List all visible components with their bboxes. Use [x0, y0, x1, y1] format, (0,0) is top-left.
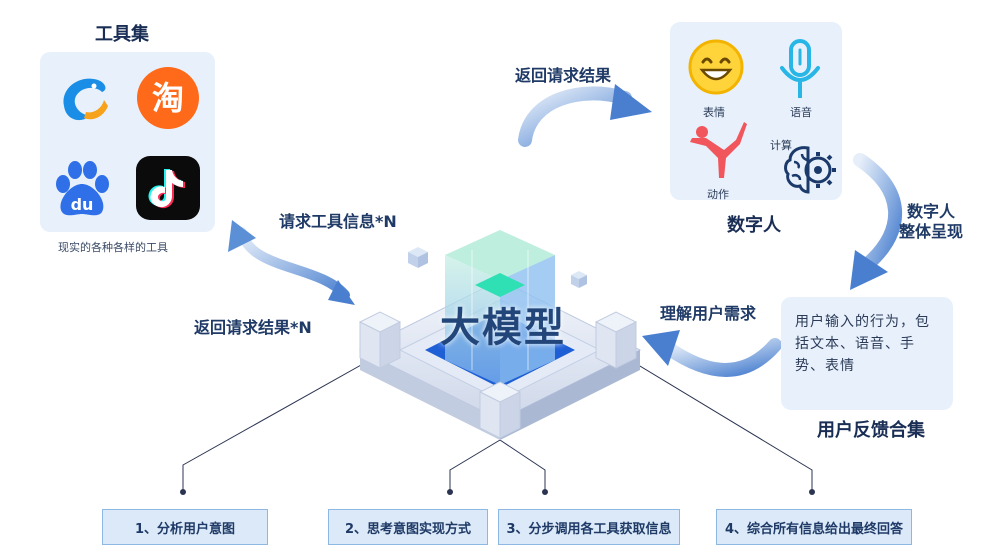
tools-caption: 现实的各种各样的工具 — [58, 241, 168, 254]
baidu-glyph: du — [71, 195, 94, 214]
tools-panel: 淘 du — [40, 52, 215, 232]
connector-dot — [809, 489, 815, 495]
digital-present-label-2: 整体呈现 — [899, 222, 964, 241]
return-result-arrow — [518, 86, 632, 147]
tools-title: 工具集 — [95, 24, 149, 45]
server-left — [358, 311, 402, 369]
douyin-app-icon[interactable] — [136, 156, 200, 220]
present-arrow — [853, 153, 902, 269]
model-platform — [358, 279, 642, 440]
step-1: 1、分析用户意图 — [102, 509, 268, 545]
tool-exchange-arrow — [237, 227, 350, 300]
connector-dot — [180, 489, 186, 495]
floating-cube — [571, 271, 587, 288]
return-result-label: 返回请求结果 — [515, 66, 612, 85]
step-connectors — [182, 359, 813, 492]
model-cube — [445, 230, 555, 385]
connector-dot — [447, 489, 453, 495]
voice-label: 语音 — [790, 106, 812, 119]
baidu-app-icon[interactable]: du — [50, 156, 114, 220]
dancer-icon — [690, 122, 747, 178]
microphone-icon — [780, 39, 820, 98]
request-tool-label: 请求工具信息*N — [279, 212, 397, 231]
ctrip-app-icon[interactable] — [50, 66, 114, 130]
connector-dot — [542, 489, 548, 495]
step-3: 3、分步调用各工具获取信息 — [498, 509, 680, 545]
model-label: 大模型 — [440, 305, 566, 351]
return-result-n-label: 返回请求结果*N — [194, 318, 312, 337]
action-label: 动作 — [707, 188, 729, 201]
understand-need-label: 理解用户需求 — [660, 304, 757, 323]
server-front — [478, 381, 522, 439]
digital-present-label-1: 数字人 — [907, 202, 956, 221]
understand-arrow — [661, 338, 782, 377]
brain-gear-icon — [784, 146, 836, 194]
taobao-glyph: 淘 — [152, 79, 184, 117]
step-4: 4、综合所有信息给出最终回答 — [716, 509, 912, 545]
digital-human-panel: 表情 语音 动作 计算 — [670, 22, 842, 201]
feedback-title: 用户反馈合集 — [817, 420, 925, 441]
smile-icon — [688, 39, 744, 95]
server-right — [594, 311, 638, 369]
feedback-text: 用户输入的行为，包括文本、语音、手势、表情 — [795, 314, 930, 374]
floating-cube — [408, 247, 428, 268]
taobao-app-icon[interactable]: 淘 — [136, 66, 200, 130]
compute-label: 计算 — [770, 139, 792, 152]
expression-label: 表情 — [703, 106, 725, 119]
step-2: 2、思考意图实现方式 — [328, 509, 488, 545]
feedback-panel: 用户输入的行为，包括文本、语音、手势、表情 — [781, 297, 953, 410]
digital-human-title: 数字人 — [727, 215, 781, 236]
